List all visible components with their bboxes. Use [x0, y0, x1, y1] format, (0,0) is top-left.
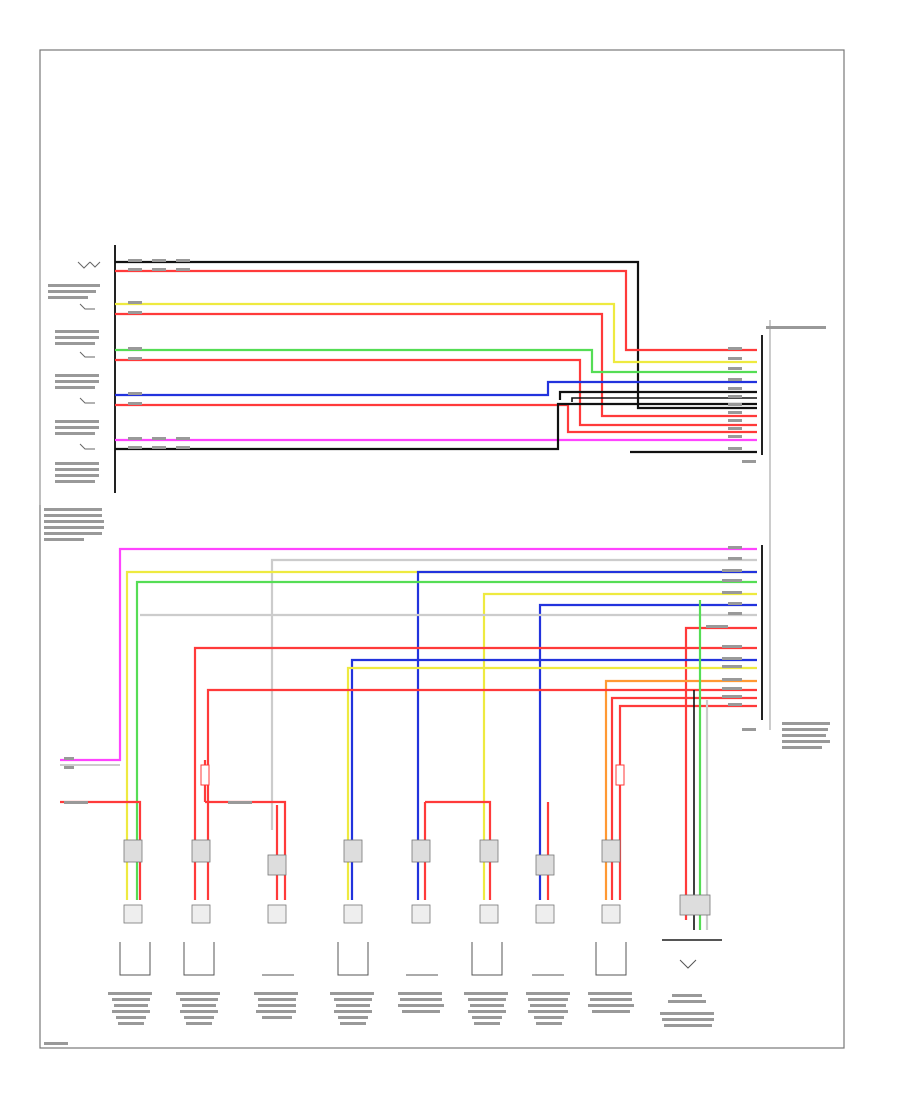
wire-red-5 [684, 626, 757, 920]
wire-red-bridge-3 [425, 800, 492, 900]
wire-black-3 [571, 397, 757, 402]
switch-symbol-4-icon [79, 443, 95, 450]
connector-3 [267, 854, 287, 924]
bottom-harness [60, 547, 757, 930]
top-harness [115, 260, 757, 454]
sensor-connectors [123, 764, 711, 924]
sensor-body-6 [471, 942, 503, 976]
wire-blue-4 [350, 658, 757, 900]
wire-yellow-4 [346, 666, 757, 900]
wire-green-1 [115, 348, 757, 374]
label-blocks [44, 259, 830, 1045]
switch-symbol-3-icon [79, 397, 95, 404]
sensor-body-1 [119, 942, 151, 976]
wire-pink-2 [60, 547, 757, 762]
wire-codes-top [128, 259, 756, 463]
wire-white-1 [270, 558, 757, 830]
wire-yellow-1 [115, 302, 757, 364]
sensor-body-2 [183, 942, 215, 976]
connector-4 [343, 839, 363, 924]
wire-yellow-3 [482, 592, 757, 900]
connector-6 [479, 839, 499, 924]
wire-yellow-2 [125, 570, 757, 900]
wire-black-1 [115, 260, 757, 410]
wire-orange-1 [604, 679, 757, 900]
page-footer-code [44, 1042, 68, 1045]
sensor-bodies [119, 939, 722, 976]
wire-red-9 [618, 704, 757, 900]
wire-red-4 [115, 403, 757, 434]
sensor-body-8 [595, 942, 627, 976]
ground-symbol-icon [679, 959, 697, 969]
wire-red-8 [610, 696, 757, 900]
wire-blue-1 [115, 380, 757, 397]
wire-red-7 [206, 688, 757, 900]
connector-2 [191, 839, 211, 924]
left-connector-symbols [77, 261, 101, 450]
wire-blue-3 [538, 603, 757, 900]
wire-black-2 [558, 390, 757, 400]
switch-symbol-1-icon [79, 303, 95, 310]
wire-red-2 [115, 312, 757, 418]
inline-part-1 [200, 764, 210, 786]
wire-red-6 [193, 646, 757, 900]
connector-5 [411, 839, 431, 924]
inline-part-2 [615, 764, 625, 786]
wire-codes-bottom [64, 546, 756, 804]
left-connector-labels [44, 284, 104, 541]
switch-symbol-2-icon [79, 351, 95, 358]
module-labels [766, 326, 830, 749]
wire-green-2 [135, 580, 757, 900]
sensor-body-4 [337, 942, 369, 976]
connector-1 [123, 839, 143, 924]
speaker-symbol-icon [77, 261, 101, 269]
connector-8 [601, 839, 621, 924]
wire-black-4 [115, 402, 757, 451]
diagram-frame [39, 49, 845, 1049]
connector-7 [535, 854, 555, 924]
wire-red-1 [115, 269, 757, 352]
sensor-labels [108, 992, 714, 1027]
connector-9 [679, 894, 711, 916]
wire-blue-2 [416, 570, 757, 900]
